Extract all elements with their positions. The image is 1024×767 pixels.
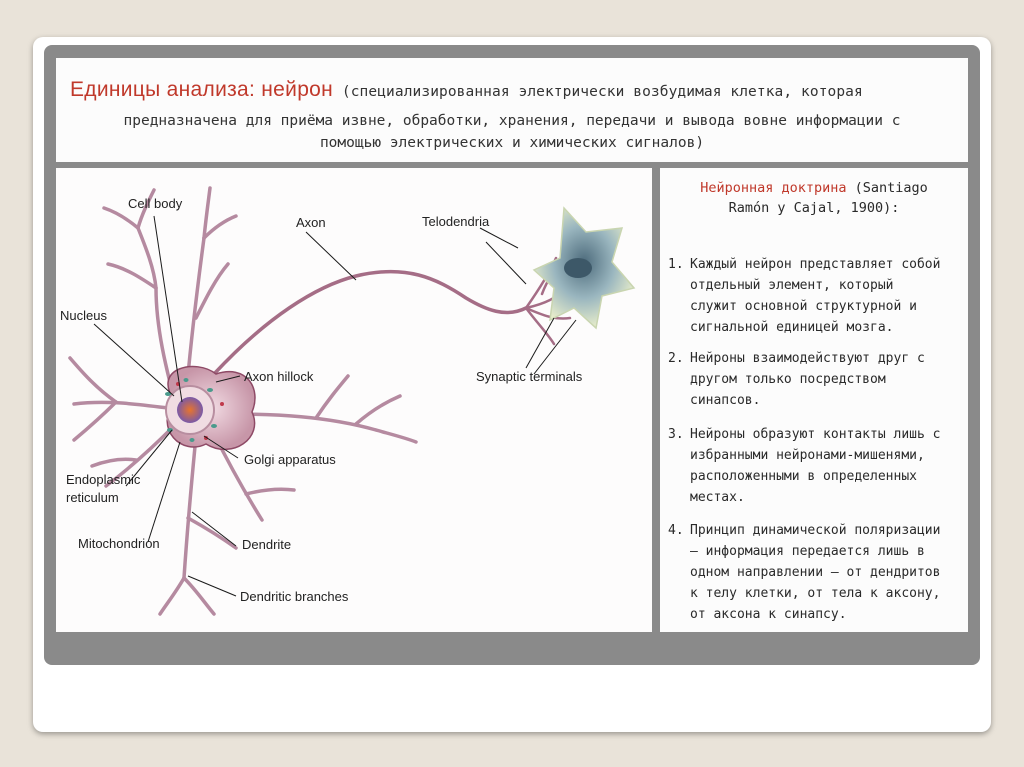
label-axon: Axon <box>296 215 326 231</box>
neuron-diagram: Cell body Axon Telodendria Nucleus Axon … <box>56 168 652 632</box>
doctrine-title-line2: Ramón y Cajal, 1900): <box>729 200 900 216</box>
label-mitochondrion: Mitochondrion <box>78 536 160 552</box>
point-line: сигнальной единицей мозга. <box>690 317 968 338</box>
doctrine-title: Нейронная доктрина (Santiago Ramón y Caj… <box>660 178 968 218</box>
point-line: отдельный элемент, который <box>690 275 968 296</box>
point-line: местах. <box>690 487 968 508</box>
point-number: 3. <box>668 424 684 445</box>
point-number: 2. <box>668 348 684 369</box>
nucleus <box>177 397 203 423</box>
point-line: одном направлении – от дендритов <box>690 562 968 583</box>
label-reticulum: reticulum <box>66 490 119 506</box>
point-line: Нейроны образуют контакты лишь с <box>690 424 968 445</box>
dendrite-lower <box>184 436 196 578</box>
label-dendrite: Dendrite <box>242 537 291 553</box>
doctrine-title-accent: Нейронная доктрина <box>700 180 846 196</box>
target-nucleus <box>564 258 592 278</box>
doctrine-title-rest: (Santiago <box>847 180 928 196</box>
label-nucleus: Nucleus <box>60 308 107 324</box>
point-line: другом только посредством <box>690 369 968 390</box>
point-line: от аксона к синапсу. <box>690 604 968 625</box>
doctrine-point-1: 1. Каждый нейрон представляет собой отде… <box>668 254 968 338</box>
neuron-illustration <box>56 168 652 632</box>
point-line: служит основной структурной и <box>690 296 968 317</box>
label-dendritic-branches: Dendritic branches <box>240 589 348 605</box>
label-telodendria: Telodendria <box>422 214 489 230</box>
title-line: Единицы анализа: нейрон (специализирован… <box>70 78 863 102</box>
point-line: – информация передается лишь в <box>690 541 968 562</box>
point-line: Каждый нейрон представляет собой <box>690 254 968 275</box>
point-number: 1. <box>668 254 684 275</box>
doctrine-point-2: 2. Нейроны взаимодействуют друг с другом… <box>668 348 968 411</box>
point-line: к телу клетки, от тела к аксону, <box>690 583 968 604</box>
header-line-2: предназначена для приёма извне, обработк… <box>56 113 968 129</box>
point-line: Нейроны взаимодействуют друг с <box>690 348 968 369</box>
dendrite-left <box>74 402 168 408</box>
axon <box>214 272 526 374</box>
point-line: синапсов. <box>690 390 968 411</box>
doctrine-point-4: 4. Принцип динамической поляризации – ин… <box>668 520 968 625</box>
label-synaptic-terminals: Synaptic terminals <box>476 369 582 385</box>
point-line: расположенными в определенных <box>690 466 968 487</box>
doctrine-panel: Нейронная доктрина (Santiago Ramón y Caj… <box>660 168 968 632</box>
header-line-3: помощью электрических и химических сигна… <box>56 135 968 151</box>
label-endoplasmic: Endoplasmic <box>66 472 140 488</box>
label-cell-body: Cell body <box>128 196 182 212</box>
point-line: избранными нейронами-мишенями, <box>690 445 968 466</box>
point-number: 4. <box>668 520 684 541</box>
header: Единицы анализа: нейрон (специализирован… <box>56 58 968 162</box>
label-axon-hillock: Axon hillock <box>244 369 313 385</box>
title-accent: Единицы анализа: нейрон <box>70 78 333 101</box>
title-rest: (специализированная электрически возбуди… <box>333 84 863 100</box>
point-line: Принцип динамической поляризации <box>690 520 968 541</box>
doctrine-point-3: 3. Нейроны образуют контакты лишь с избр… <box>668 424 968 508</box>
label-golgi-apparatus: Golgi apparatus <box>244 452 336 468</box>
